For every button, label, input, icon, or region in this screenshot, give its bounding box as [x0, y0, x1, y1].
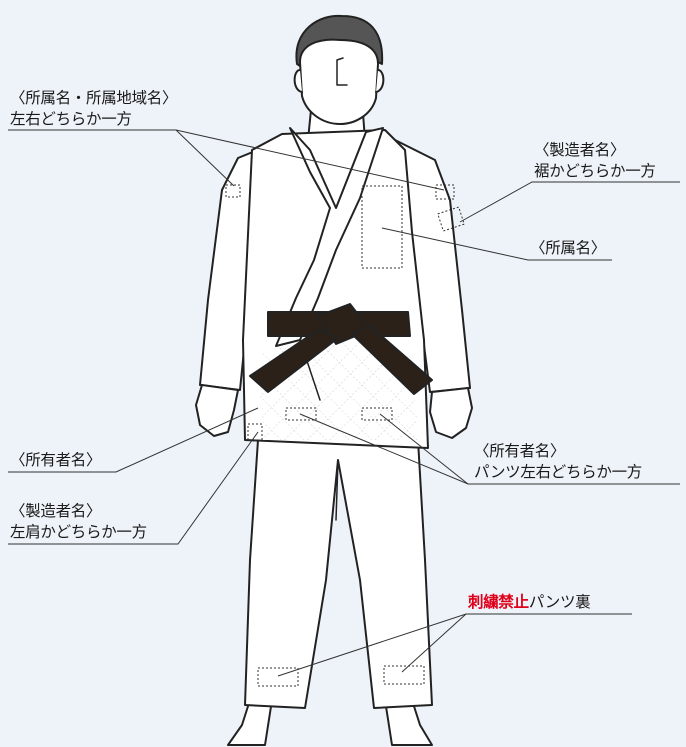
label-affiliation-region: 〈所属名・所属地域名〉 左右どちらか一方 [10, 89, 178, 128]
judoka-figure [195, 14, 473, 746]
label-owner-jacket: 〈所有者名〉 [10, 451, 102, 469]
label-maker-shoulder: 〈製造者名〉 左肩かどちらか一方 [10, 502, 147, 541]
left-hand [195, 384, 239, 437]
patch-chest-affiliation [361, 185, 403, 269]
label-owner-pants: 〈所有者名〉 パンツ左右どちらか一方 [474, 442, 642, 481]
right-hand [429, 387, 473, 439]
pants [244, 439, 433, 709]
patch-jacket-hem-left [247, 423, 263, 441]
belt-tail-left [249, 329, 339, 393]
patch-jacket-front-2 [361, 407, 393, 421]
left-ear [293, 69, 303, 93]
right-ear [375, 69, 385, 93]
patch-right-shoulder [435, 184, 455, 200]
leader-lines [8, 129, 680, 677]
patch-pants-left [257, 667, 299, 687]
belt-tail-right [351, 325, 433, 395]
lapel [275, 127, 384, 347]
patch-jacket-front-1 [285, 407, 317, 421]
label-affiliation: 〈所属名〉 [530, 239, 607, 257]
label-embroidery-prohibited: 刺繍禁止パンツ裏 [468, 593, 591, 611]
patch-areas [225, 184, 465, 687]
patch-pants-right [383, 665, 425, 685]
label-maker-sleeve: 〈製造者名〉 裾かどちらか一方 [534, 141, 656, 180]
head [299, 38, 379, 125]
patch-left-chest [225, 184, 241, 198]
